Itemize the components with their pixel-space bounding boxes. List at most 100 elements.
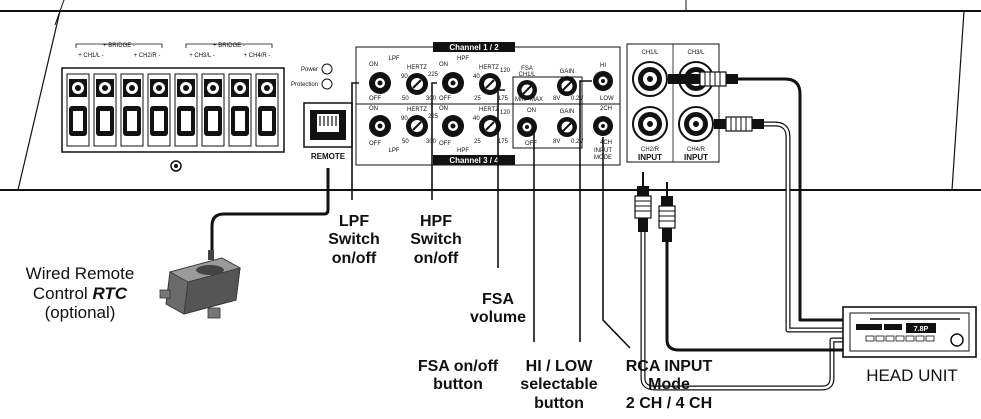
hpf-hertz-label-top: HERTZ: [479, 65, 499, 71]
hpf-scale-label: 120: [500, 68, 511, 74]
fsa-label: FSA: [521, 66, 533, 72]
rca-jack-ch2[interactable]: [632, 106, 668, 142]
hi-low-button[interactable]: [593, 71, 613, 91]
lpf-scale-label: 225: [428, 72, 439, 78]
rca-plug-ch4-loose: [658, 182, 676, 242]
lpf-hertz-label-top: HERTZ: [407, 65, 427, 71]
remote-jack-label: REMOTE: [311, 152, 346, 161]
hpf-scale-label: 175: [498, 139, 509, 145]
rca-cables: [640, 77, 843, 391]
fsa-button-callout-line: FSA on/off: [417, 358, 499, 375]
hpf-on-label-bottom: ON: [439, 106, 448, 112]
fsa-max-label: MAX: [530, 97, 543, 103]
power-led-icon: [321, 63, 333, 75]
terminal-label-ch1: + CH1/L -: [78, 53, 104, 59]
4ch-label: 4CH: [600, 140, 612, 146]
hpf-frequency-knob-top[interactable]: [479, 73, 501, 95]
rca-label-ch1: CH1/L: [641, 50, 659, 56]
hpf-scale-label: 25: [474, 96, 481, 102]
hpf-label-top: HPF: [457, 56, 469, 62]
power-led-label: Power: [301, 67, 318, 73]
rca-mode-callout-line: RCA INPUT: [625, 358, 713, 375]
rca-plug-ch1-connected: [668, 71, 738, 87]
rca-jack-ch4[interactable]: [678, 106, 714, 142]
remote-knob-icon: [196, 265, 224, 275]
gain-knob-bottom[interactable]: [557, 117, 577, 137]
input-mode-button[interactable]: [593, 116, 613, 136]
gain-scale-min: 8V: [553, 139, 560, 145]
rca-jack-ch1[interactable]: [632, 61, 668, 97]
lpf-callout: LPF Switch on/off: [322, 213, 386, 268]
protection-led-label: Protection: [291, 82, 318, 88]
lpf-switch-bottom[interactable]: [369, 115, 391, 137]
speaker-terminal-columns: [66, 73, 279, 147]
hpf-switch-top[interactable]: [442, 72, 464, 94]
gain-scale-min: 8V: [553, 96, 560, 102]
fsa-volume-callout-line: FSA: [482, 291, 514, 308]
rca-label-ch4: CH4/R: [687, 147, 706, 153]
lpf-callout-line: Switch: [328, 231, 380, 249]
hpf-frequency-knob-bottom[interactable]: [479, 115, 501, 137]
callout-leader-lines: [351, 80, 631, 349]
gain-scale-max: 0.2V: [571, 96, 583, 102]
lpf-hertz-label-bottom: HERTZ: [407, 107, 427, 113]
fsa-volume-knob[interactable]: [517, 80, 537, 100]
2ch-label: 2CH: [600, 106, 612, 112]
hpf-off-label-top: OFF: [439, 96, 451, 102]
head-unit-display: 7.8P: [914, 326, 929, 333]
lpf-label-top: LPF: [388, 56, 399, 62]
hi-label: HI: [600, 63, 606, 69]
hpf-scale-label: 175: [498, 96, 509, 102]
gain-label-bottom: GAIN: [560, 109, 575, 115]
lpf-frequency-knob-top[interactable]: [406, 73, 428, 95]
hi-low-callout-line: button: [534, 394, 584, 412]
lpf-frequency-knob-bottom[interactable]: [406, 115, 428, 137]
channel-34-header: [433, 155, 515, 165]
fsa-volume-callout: FSA volume: [462, 291, 534, 328]
gain-knob-top[interactable]: [557, 76, 577, 96]
hpf-on-label-top: ON: [439, 62, 448, 68]
channel-34-title: Channel 3 / 4: [449, 156, 499, 165]
fsa-off-label: OFF: [525, 141, 537, 147]
rca-mode-callout-line: Mode: [648, 376, 690, 394]
lpf-scale-label: 90: [401, 74, 408, 80]
lpf-switch-top[interactable]: [369, 72, 391, 94]
channel-12-title: Channel 1 / 2: [449, 43, 499, 52]
bridge-label-right: + BRIDGE -: [213, 43, 245, 49]
rca-mode-callout-line: 2 CH / 4 CH: [625, 394, 713, 412]
lpf-callout-line: LPF: [338, 213, 370, 230]
wired-remote-control: [159, 168, 330, 319]
lpf-scale-label: 225: [428, 114, 439, 120]
terminal-label-ch3: + CH3/L -: [189, 53, 215, 59]
terminal-label-ch4: + CH4/R -: [244, 53, 271, 59]
rca-label-ch3: CH3/L: [687, 50, 705, 56]
hpf-switch-bottom[interactable]: [442, 115, 464, 137]
remote-callout-line: Control RTC: [0, 284, 160, 304]
hpf-scale-label: 25: [474, 139, 481, 145]
hi-low-callout-line: selectable: [520, 376, 598, 394]
fsa-on-off-button[interactable]: [517, 117, 537, 137]
fsa-min-label: MIN: [515, 97, 526, 103]
low-label: LOW: [600, 96, 614, 102]
head-unit-label: HEAD UNIT: [866, 366, 958, 385]
rca-label-ch2: CH2/R: [641, 147, 660, 153]
lpf-callout-line: on/off: [331, 249, 377, 267]
remote-callout-line: Wired Remote: [25, 264, 135, 283]
hi-low-callout-line: HI / LOW: [525, 358, 593, 375]
fsa-channel-label: CH1/L: [518, 72, 536, 78]
remote-jack: [303, 102, 353, 148]
hpf-hertz-label-bottom: HERTZ: [479, 107, 499, 113]
hpf-callout-line: Switch: [410, 231, 462, 249]
fsa-on-label: ON: [527, 108, 536, 114]
speaker-terminal-block: [61, 67, 285, 172]
fsa-button-callout-line: button: [433, 376, 483, 394]
lpf-scale-label: 90: [401, 116, 408, 122]
rca-plug-ch2-connected: [714, 116, 764, 132]
hpf-scale-label: 120: [500, 110, 511, 116]
remote-callout-line: (optional): [44, 303, 116, 323]
bridge-label-left: + BRIDGE -: [103, 43, 135, 49]
lpf-on-label-top: ON: [369, 62, 378, 68]
remote-callout-text: Control: [32, 283, 93, 303]
lpf-label-bottom: LPF: [388, 148, 399, 154]
